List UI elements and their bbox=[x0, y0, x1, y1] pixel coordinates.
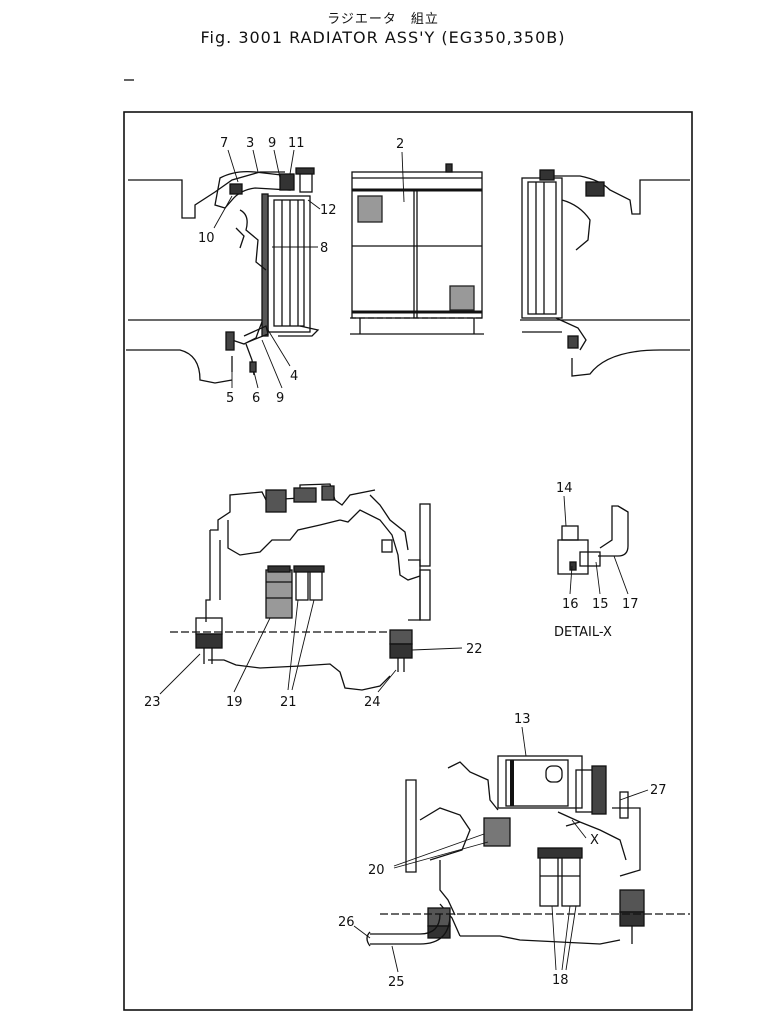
callout-labels: 7 3 9 11 2 12 10 8 4 5 6 9 14 16 15 17 2… bbox=[144, 136, 667, 990]
engine-precleaner-view bbox=[366, 755, 690, 947]
radiator-front-view bbox=[350, 163, 484, 335]
callout-12: 12 bbox=[320, 203, 337, 218]
figure-title-japanese: ラジエータ 組立 bbox=[327, 12, 439, 27]
callout-23: 23 bbox=[144, 695, 161, 710]
engine-filter-view bbox=[170, 483, 431, 691]
callout-17: 17 bbox=[622, 597, 639, 612]
callout-27: 27 bbox=[650, 783, 667, 798]
callout-21: 21 bbox=[280, 695, 297, 710]
callout-13: 13 bbox=[514, 712, 531, 727]
detail-x-label: DETAIL-X bbox=[554, 625, 612, 640]
detail-x-view bbox=[557, 505, 629, 575]
callout-9: 9 bbox=[268, 136, 276, 151]
radiator-side-view-right bbox=[520, 169, 690, 377]
callout-10: 10 bbox=[198, 231, 215, 246]
callout-18: 18 bbox=[552, 973, 569, 988]
callout-6: 6 bbox=[252, 391, 260, 406]
figure-title: Fig. 3001 RADIATOR ASS'Y (EG350,350B) bbox=[200, 28, 566, 47]
callout-2: 2 bbox=[396, 137, 404, 152]
leader-lines bbox=[159, 149, 649, 973]
callout-11: 11 bbox=[288, 136, 305, 151]
callout-4: 4 bbox=[290, 369, 298, 384]
callout-24: 24 bbox=[364, 695, 381, 710]
callout-25: 25 bbox=[388, 975, 405, 990]
callout-20: 20 bbox=[368, 863, 385, 878]
callout-3: 3 bbox=[246, 136, 254, 151]
callout-7: 7 bbox=[220, 136, 228, 151]
view-marker-x: X bbox=[590, 833, 599, 848]
callout-5: 5 bbox=[226, 391, 234, 406]
radiator-side-view-left bbox=[126, 167, 320, 384]
figure-header: ラジエータ 組立 Fig. 3001 RADIATOR ASS'Y (EG350… bbox=[0, 0, 766, 60]
callout-22: 22 bbox=[466, 642, 483, 657]
callout-9-lower: 9 bbox=[276, 391, 284, 406]
callout-14: 14 bbox=[556, 481, 573, 496]
callout-19: 19 bbox=[226, 695, 243, 710]
callout-26: 26 bbox=[338, 915, 355, 930]
callout-15: 15 bbox=[592, 597, 609, 612]
callout-8: 8 bbox=[320, 241, 328, 256]
drawing-frame bbox=[123, 111, 693, 1011]
callout-16: 16 bbox=[562, 597, 579, 612]
